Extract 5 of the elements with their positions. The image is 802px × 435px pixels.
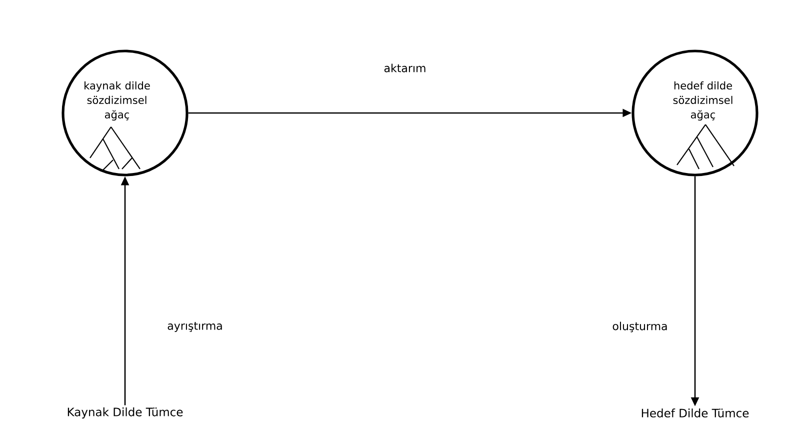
edge-label: ayrıştırma (166, 320, 224, 333)
edge-label: oluşturma (611, 320, 669, 334)
edge-label: aktarım (382, 62, 428, 74)
sentence-text: Kaynak Dilde Tümce (68, 407, 183, 419)
sentence-text: Hedef Dilde Tümce (642, 408, 749, 418)
